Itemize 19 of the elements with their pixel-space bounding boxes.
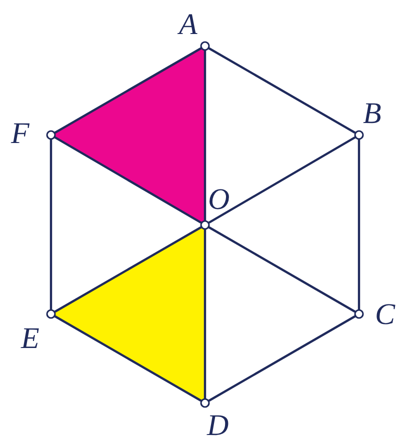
line-segment [50,140,52,310]
line-segment [208,226,356,313]
line-segment [208,136,356,224]
line-segment [208,315,356,402]
point-label: E [21,324,40,354]
line-segment [204,230,206,398]
line-segment [358,140,360,310]
line-segment [204,50,206,220]
line-segment [54,226,202,313]
point-label: A [179,10,198,40]
point-label: F [11,119,30,149]
point-label: C [375,300,396,330]
point-label: O [208,185,230,215]
point-label: B [363,99,382,129]
line-segment [54,315,202,402]
line-segment [208,47,356,134]
line-segment [54,47,202,134]
point-label: D [207,411,229,441]
line-segment [54,136,202,224]
